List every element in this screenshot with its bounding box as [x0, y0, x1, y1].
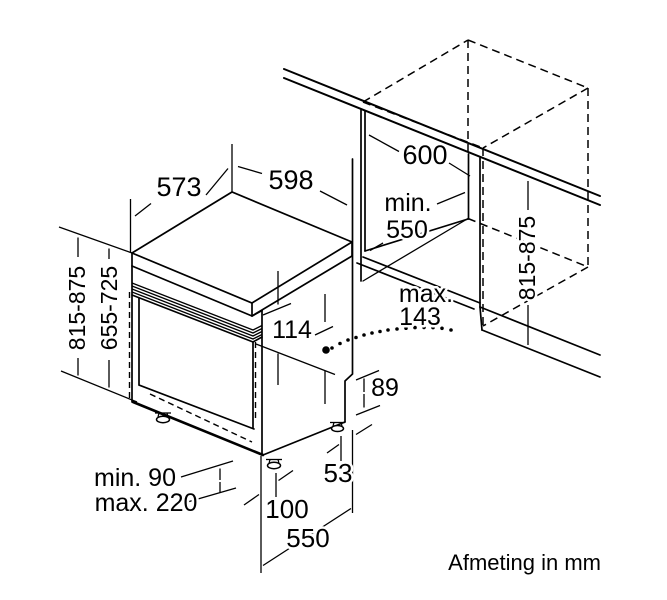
dim-rear-recess-label: 89 [371, 374, 399, 402]
dim-niche-min-value: 550 [386, 216, 428, 244]
dim-niche-depth-label: 600 [402, 140, 447, 170]
rear-right-foot [330, 421, 345, 433]
countertop [283, 68, 601, 206]
dim-height-right-label: 815-875 [514, 216, 540, 300]
adjustable-feet [155, 412, 345, 470]
dim-base-depth-label: 550 [286, 523, 329, 553]
dim-height-left-label: 815-875 [64, 266, 90, 350]
dim-front-foot-offset-label: 100 [265, 494, 308, 524]
dim-niche-min-word: min. [384, 189, 431, 217]
units-caption: Afmeting in mm [448, 550, 601, 575]
dim-plinth-max-label: max. 220 [95, 489, 198, 517]
hinge-point-dot [322, 346, 330, 354]
front-right-foot [266, 458, 282, 470]
dim-door-height-label: 655-725 [96, 266, 122, 350]
niche-cube-dashed [362, 39, 589, 327]
dim-pivot-max-word: max. [399, 280, 453, 308]
dim-top-depth-label: 573 [156, 172, 201, 202]
dim-top-width-label: 598 [268, 165, 313, 195]
dimension-labels: 573 598 600 min. 550 815-875 655-725 815… [62, 138, 604, 578]
dim-pivot-max-value: 143 [399, 303, 441, 331]
niche-walls [356, 109, 601, 378]
dim-plinth-min-label: min. 90 [94, 464, 176, 492]
dim-rear-foot-offset-label: 53 [324, 458, 353, 488]
door-pivot-arc [322, 325, 453, 354]
dim-control-panel-height-label: 114 [272, 316, 312, 344]
dimension-lines [58, 134, 529, 573]
dishwasher-body [128, 158, 354, 457]
front-left-foot [155, 412, 171, 424]
